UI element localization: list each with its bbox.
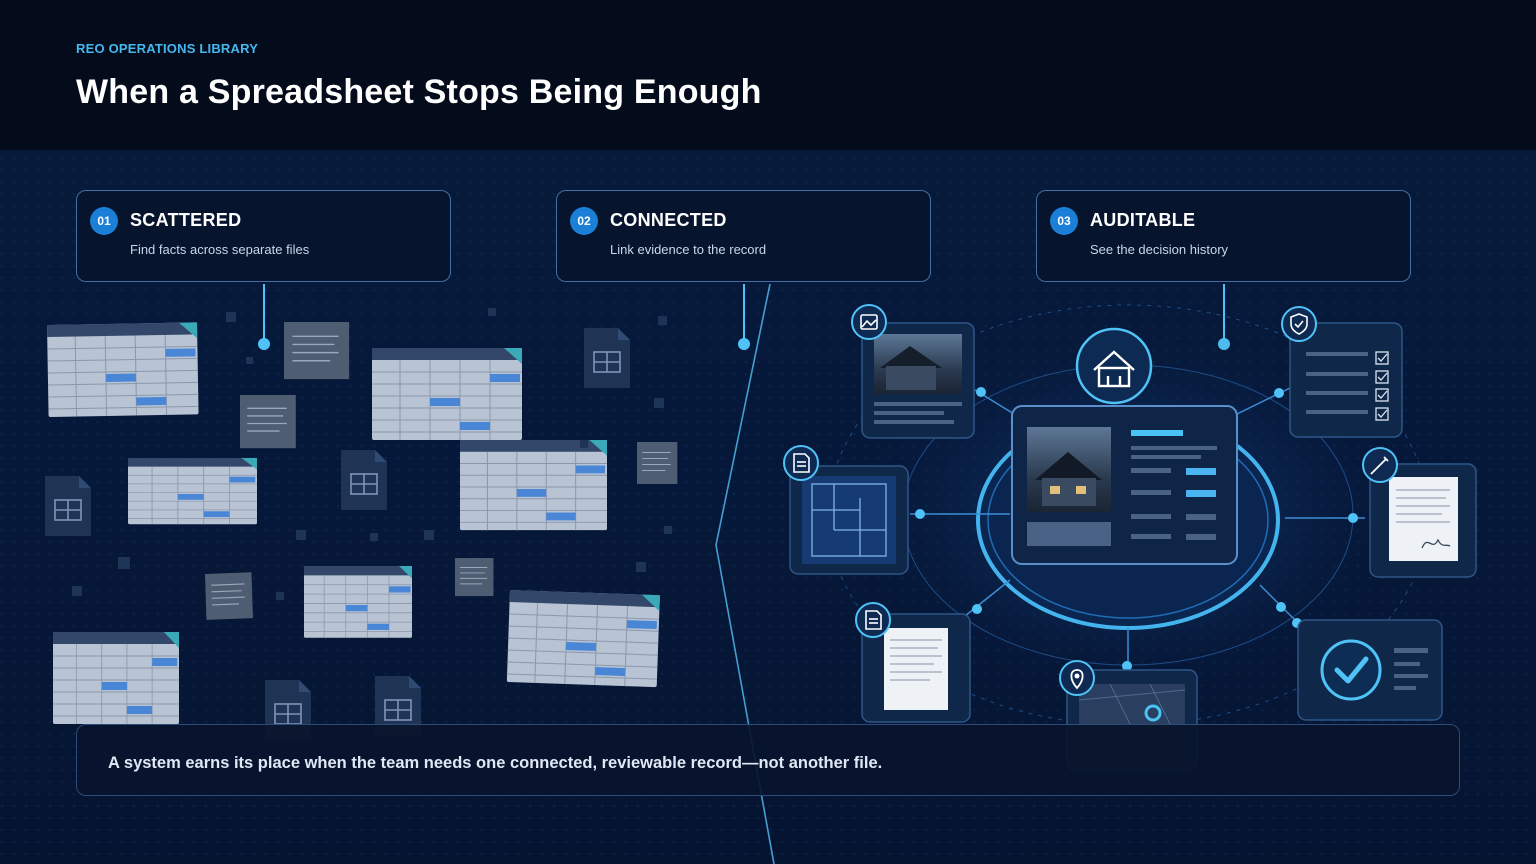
checkmark-icon [1334, 656, 1369, 684]
document-icon-2 [865, 610, 882, 630]
home-icon [1093, 350, 1135, 388]
summary-banner: A system earns its place when the team n… [76, 724, 1460, 796]
document-icon [793, 453, 810, 473]
header: REO OPERATIONS LIBRARY When a Spreadshee… [0, 0, 1536, 150]
stage-subtitle: Find facts across separate files [130, 242, 310, 257]
eyebrow-label: REO OPERATIONS LIBRARY [76, 41, 259, 56]
stage-card-scattered: 01 SCATTERED Find facts across separate … [76, 190, 451, 282]
location-pin-icon [1070, 669, 1084, 690]
stage-number-badge: 03 [1050, 207, 1078, 235]
stage-subtitle: See the decision history [1090, 242, 1229, 257]
connected-record-group [783, 304, 1477, 771]
stage-card-auditable: 03 AUDITABLE See the decision history [1036, 190, 1411, 282]
stage-number-badge: 02 [570, 207, 598, 235]
pen-icon [1370, 456, 1389, 475]
page-title: When a Spreadsheet Stops Being Enough [76, 73, 762, 111]
stage-title: SCATTERED [130, 210, 242, 230]
summary-text: A system earns its place when the team n… [108, 754, 883, 772]
image-icon [860, 314, 878, 330]
scattered-files-group [44, 308, 678, 741]
stage-title: AUDITABLE [1090, 210, 1196, 230]
stage-title: CONNECTED [610, 210, 727, 230]
stage-number-badge: 01 [90, 207, 118, 235]
stage-subtitle: Link evidence to the record [610, 242, 767, 257]
shield-check-icon [1290, 313, 1308, 335]
stage-card-connected: 02 CONNECTED Link evidence to the record [556, 190, 931, 282]
